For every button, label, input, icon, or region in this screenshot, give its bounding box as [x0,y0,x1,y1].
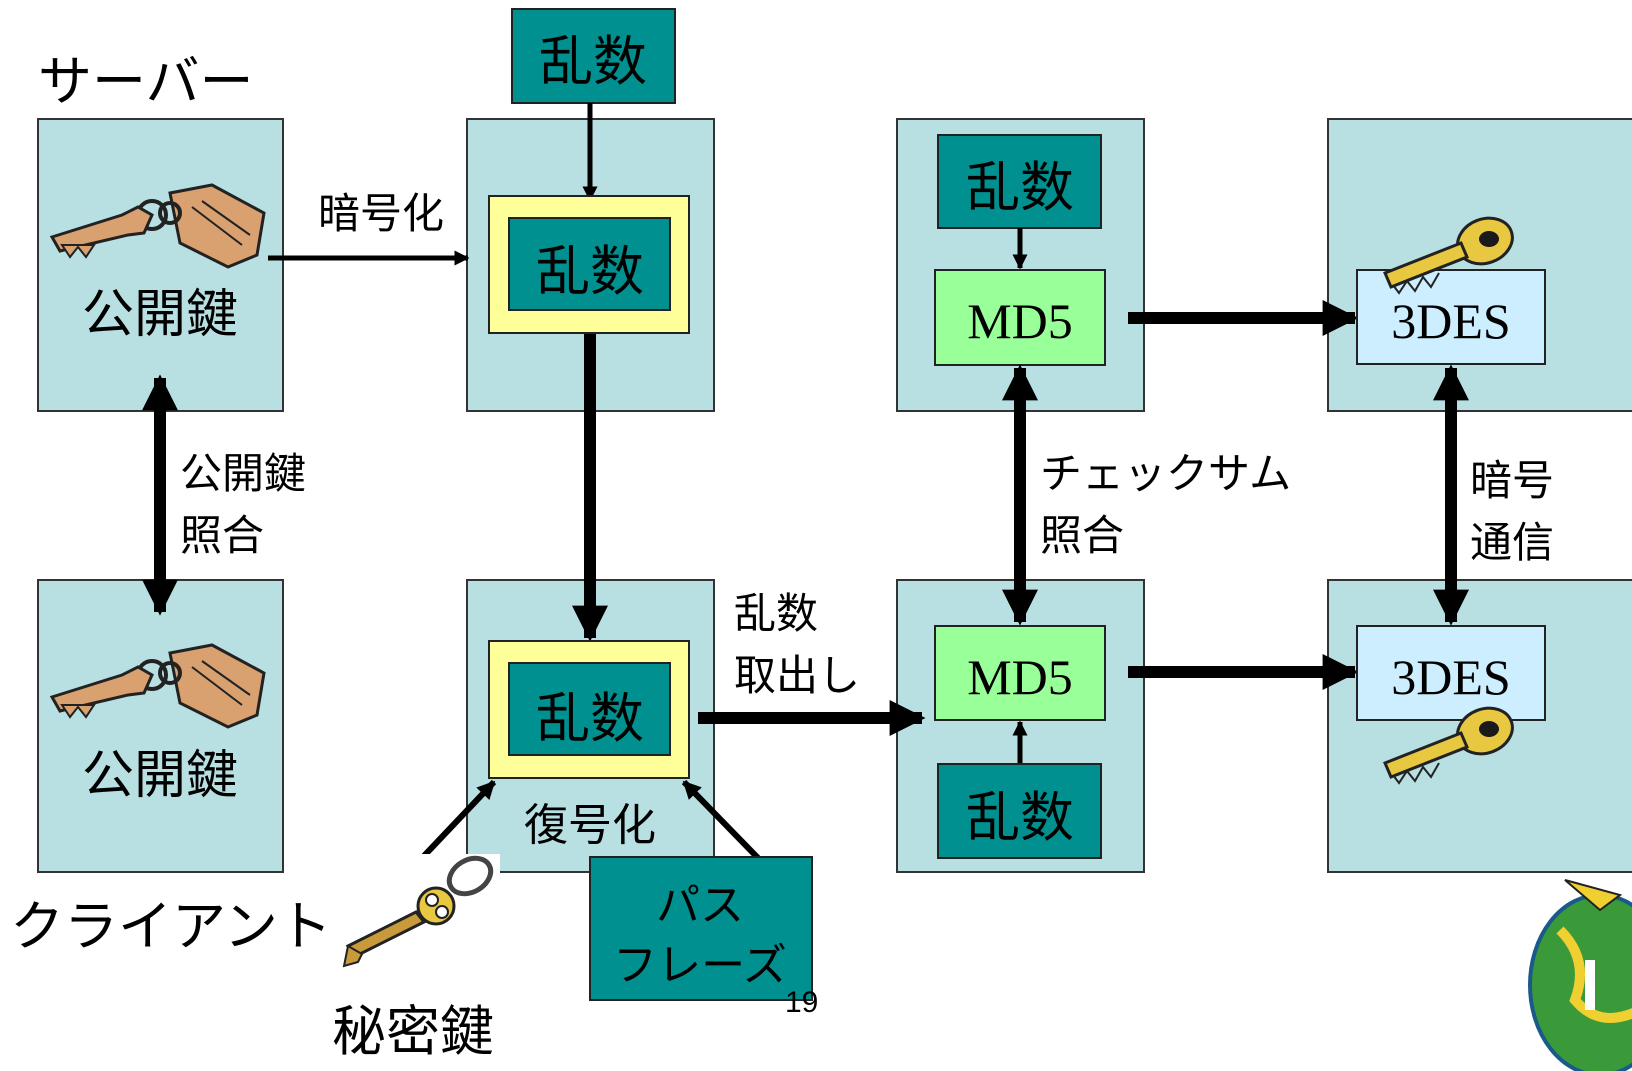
decrypted-random-box [508,662,671,756]
passphrase-arrow [681,779,761,861]
secret-key-label: 秘密鍵 [332,1000,494,1063]
public-key-bottom-label: 公開鍵 [82,746,238,806]
random-source-box [511,8,676,104]
gold-key-icon [1383,706,1514,785]
globe-icon [1528,879,1632,1071]
gold-key-icon [1383,216,1514,295]
server-3des-label: 3DES [1391,293,1510,349]
server-md5-box [934,269,1106,366]
encrypt-label: 暗号化 [318,189,444,238]
extract-label-2: 取出し [734,651,860,700]
checksum-label-2: 照合 [1040,511,1124,560]
encrypted-random-box [508,217,671,311]
client-public-key-panel [37,579,284,873]
public-key-top-label: 公開鍵 [82,285,238,345]
extract-label-1: 乱数 [734,589,818,638]
client-label: クライアント [10,895,332,958]
server-public-key-panel [37,118,284,412]
server-label: サーバー [38,50,253,113]
ring-key-icon [342,854,500,968]
server-3des-box [1356,269,1546,365]
passphrase-label-1: パス [656,880,744,931]
passphrase-box [589,856,813,1001]
client-md5-label: MD5 [967,649,1073,705]
random-source-label: 乱数 [539,30,647,93]
client-md5-random-label: 乱数 [966,786,1074,849]
client-3des-label: 3DES [1391,649,1510,705]
decrypted-random-label: 乱数 [536,687,644,750]
passphrase-label-2: フレーズ [613,940,787,991]
server-md5-random-box [937,134,1102,229]
client-md5-box [934,625,1106,721]
server-md5-random-label: 乱数 [966,156,1074,219]
page-number: 19 [785,986,818,1019]
key-tag-icon [49,183,266,269]
checksum-label-1: チェックサム [1040,449,1291,498]
key-tag-icon [49,643,266,729]
client-3des-box [1356,625,1546,721]
public-key-check-label-2: 照合 [180,511,264,560]
decrypt-label: 復号化 [524,800,656,851]
public-key-check-label-1: 公開鍵 [180,449,306,498]
encrypted-random-label: 乱数 [536,240,644,303]
crypto-comm-label-2: 通信 [1470,518,1554,567]
secret-key-arrow [419,779,497,861]
client-md5-random-box [937,763,1102,859]
crypto-comm-label-1: 暗号 [1470,456,1554,505]
server-md5-label: MD5 [967,293,1073,349]
